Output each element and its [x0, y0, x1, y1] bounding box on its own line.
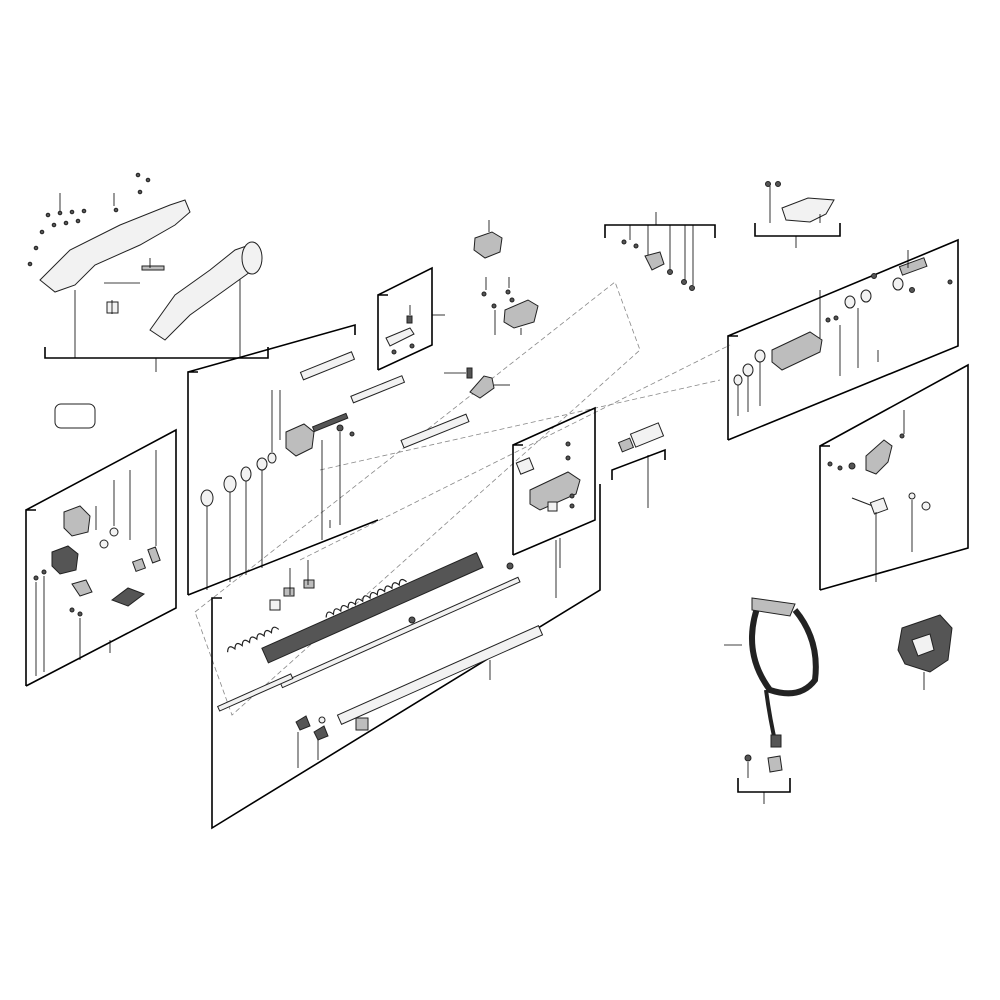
screw-set-1: [27, 172, 151, 267]
part-125-rod-3: [400, 413, 470, 449]
part-21-coupling: [503, 299, 539, 329]
part-125-flange: [285, 423, 315, 457]
part-131-blade-guard: [781, 197, 835, 223]
part-126-main-tube: [261, 552, 484, 664]
part-128-nut: [617, 437, 635, 453]
group-78-79: [444, 367, 510, 399]
group-131: [754, 181, 841, 248]
part-102-shoulder-strap: [724, 597, 819, 748]
part-105-plate: [106, 301, 119, 314]
part-5-cap: [473, 231, 503, 259]
part-126-spring-lower: [226, 626, 280, 653]
part-133-clip: [767, 755, 783, 773]
part-126-shaft-rod: [279, 576, 521, 689]
group-132: [819, 363, 969, 591]
part-120: [54, 403, 96, 429]
part-125-rod-1: [299, 351, 356, 381]
part-127-plate: [547, 501, 558, 512]
part-122-lever: [385, 327, 415, 347]
group-121-handle-housing: [27, 172, 269, 372]
part-130-latch: [644, 251, 665, 271]
group-130: [604, 212, 716, 291]
group-133: [737, 754, 791, 804]
part-124-motor-mount: [51, 545, 79, 575]
part-106-pin: [141, 265, 165, 271]
part-125-shaft: [311, 412, 349, 433]
part-120-label-plate: [54, 403, 96, 429]
handle-grip-end: [241, 241, 263, 275]
part-128-connector: [629, 422, 665, 448]
part-126-lower-rod: [216, 673, 294, 712]
group-head-small-parts: [473, 220, 539, 335]
part-125-rod-2: [350, 375, 406, 404]
group-128: [611, 422, 666, 508]
part-126-outer-tube: [336, 625, 544, 725]
part-124-battery-contact: [110, 587, 146, 607]
group-126-drive-shaft: [211, 484, 601, 830]
part-129-gear-housing: [771, 331, 823, 371]
part-124-terminal: [71, 579, 93, 597]
part-26-spring: [406, 315, 413, 324]
part-124-switch-body: [63, 505, 91, 537]
group-124: [25, 428, 177, 687]
part-127-tube: [529, 471, 581, 511]
group-122: [377, 266, 445, 371]
part-55-battery: [897, 614, 953, 690]
part-132-hook: [865, 439, 893, 475]
group-127: [512, 406, 596, 568]
part-78-pin: [466, 367, 473, 379]
strap-loop: [749, 598, 819, 697]
group-125: [187, 323, 470, 596]
handle-housing-left: [39, 199, 191, 293]
part-127-sleeve: [515, 457, 535, 475]
part-126-spring-upper: [325, 578, 407, 618]
part-79-trigger: [469, 375, 495, 399]
group-129: [727, 238, 959, 441]
part-129-shaft: [898, 257, 928, 276]
